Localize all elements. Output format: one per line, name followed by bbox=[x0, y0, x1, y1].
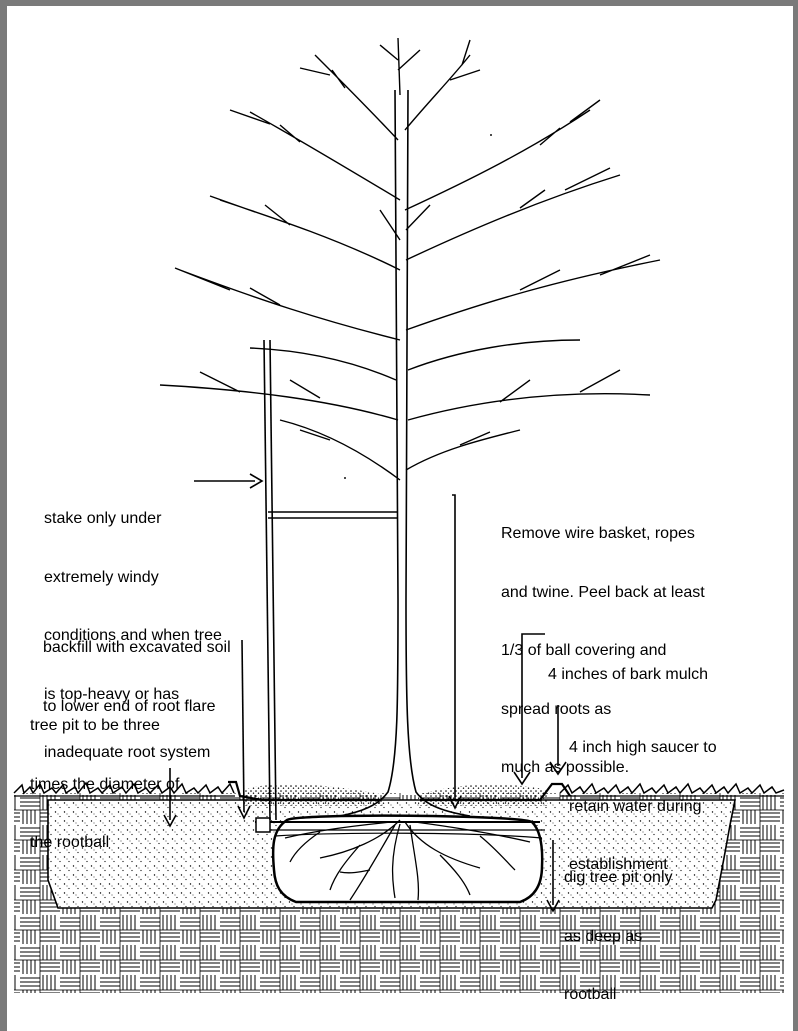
label-stake-line: extremely windy bbox=[44, 568, 222, 588]
label-stake-line: stake only under bbox=[44, 509, 222, 529]
label-saucer-line: retain water during bbox=[569, 797, 717, 817]
label-pit-line: the rootball bbox=[30, 833, 179, 853]
label-remove-line: Remove wire basket, ropes bbox=[501, 524, 705, 544]
label-remove-line: and twine. Peel back at least bbox=[501, 583, 705, 603]
label-dig-line: as deep as bbox=[564, 927, 673, 947]
label-dig-pit: dig tree pit only as deep as rootball bbox=[564, 829, 673, 1031]
rootball bbox=[273, 816, 542, 902]
label-backfill-line: backfill with excavated soil bbox=[43, 638, 231, 658]
label-pit-line: tree pit to be three bbox=[30, 716, 179, 736]
label-mulch-line: 4 inches of bark mulch bbox=[548, 665, 708, 685]
label-dig-line: rootball bbox=[564, 985, 673, 1005]
label-saucer-line: 4 inch high saucer to bbox=[569, 738, 717, 758]
label-tree-pit: tree pit to be three times the diameter … bbox=[30, 677, 179, 892]
tree-crown-branches bbox=[160, 38, 660, 480]
stake bbox=[264, 340, 398, 820]
label-dig-line: dig tree pit only bbox=[564, 868, 673, 888]
label-pit-line: times the diameter of bbox=[30, 775, 179, 795]
